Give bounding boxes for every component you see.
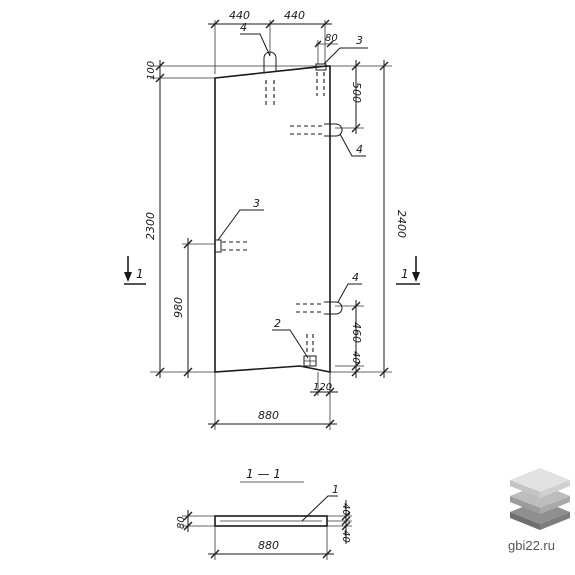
stacked-slabs-logo — [510, 468, 570, 530]
dim-right-lower: 460 — [350, 322, 363, 343]
callout-loop-top: 4 — [240, 21, 247, 34]
right-upper-dimension: 500 — [335, 60, 364, 134]
top-dimension-chain: 440 440 — [208, 9, 332, 74]
dim-right-bottom: 40 — [350, 351, 361, 364]
section-title: 1 — 1 — [246, 467, 281, 481]
panel-outline — [214, 65, 331, 373]
dim-section-top: 40 — [340, 503, 351, 516]
section-mark-right: 1 — [396, 256, 420, 285]
section-mark-left: 1 — [124, 256, 146, 285]
callout-insert-left: 3 — [253, 197, 260, 210]
left-lower-dimension: 980 — [172, 238, 215, 378]
dim-top-right: 440 — [284, 9, 305, 22]
section-mark-right-label: 1 — [401, 267, 409, 281]
dim-top-edge: 100 — [146, 61, 157, 80]
top-offset-dimension: 80 — [314, 33, 338, 64]
left-dimension: 100 2300 — [144, 60, 325, 378]
lifting-loop-right-upper: 4 — [290, 123, 366, 157]
dim-left-lower: 980 — [172, 297, 185, 318]
right-dimension: 2400 — [330, 60, 408, 378]
dim-right-upper: 500 — [350, 82, 363, 103]
dim-top-offset: 80 — [325, 33, 338, 44]
dim-bottom-offset: 120 — [313, 382, 332, 393]
section-view: 1 — 1 1 80 40 40 880 — [176, 467, 352, 560]
panel-elevation — [214, 65, 331, 373]
dim-left-height: 2300 — [144, 212, 157, 240]
lifting-loop-right-lower: 4 — [296, 271, 362, 315]
dim-width: 880 — [258, 409, 279, 422]
bottom-width-dimension: 880 — [208, 372, 337, 430]
watermark: gbi22.ru — [508, 468, 570, 553]
embedded-insert-left: 3 — [214, 197, 264, 253]
dim-section-height: 80 — [176, 516, 187, 529]
callout-part-1: 1 — [332, 483, 339, 496]
right-lower-dimension: 460 40 — [335, 300, 364, 378]
embedded-insert-top: 3 — [315, 34, 368, 96]
callout-loop-right-lower: 4 — [352, 271, 359, 284]
callout-part-2: 2 — [274, 317, 281, 330]
bottom-offset-dimension: 120 — [310, 372, 338, 397]
dim-section-width: 880 — [258, 539, 279, 552]
lifting-loop-top: 4 — [240, 21, 277, 108]
dim-right-height: 2400 — [395, 210, 408, 238]
section-mark-left-label: 1 — [136, 267, 144, 281]
dim-top-left: 440 — [229, 9, 250, 22]
callout-loop-right-upper: 4 — [356, 143, 363, 156]
dim-section-bottom: 40 — [340, 530, 351, 543]
watermark-text: gbi22.ru — [508, 538, 555, 553]
part-2-insert: 2 — [272, 317, 317, 367]
callout-insert-top: 3 — [356, 34, 363, 47]
